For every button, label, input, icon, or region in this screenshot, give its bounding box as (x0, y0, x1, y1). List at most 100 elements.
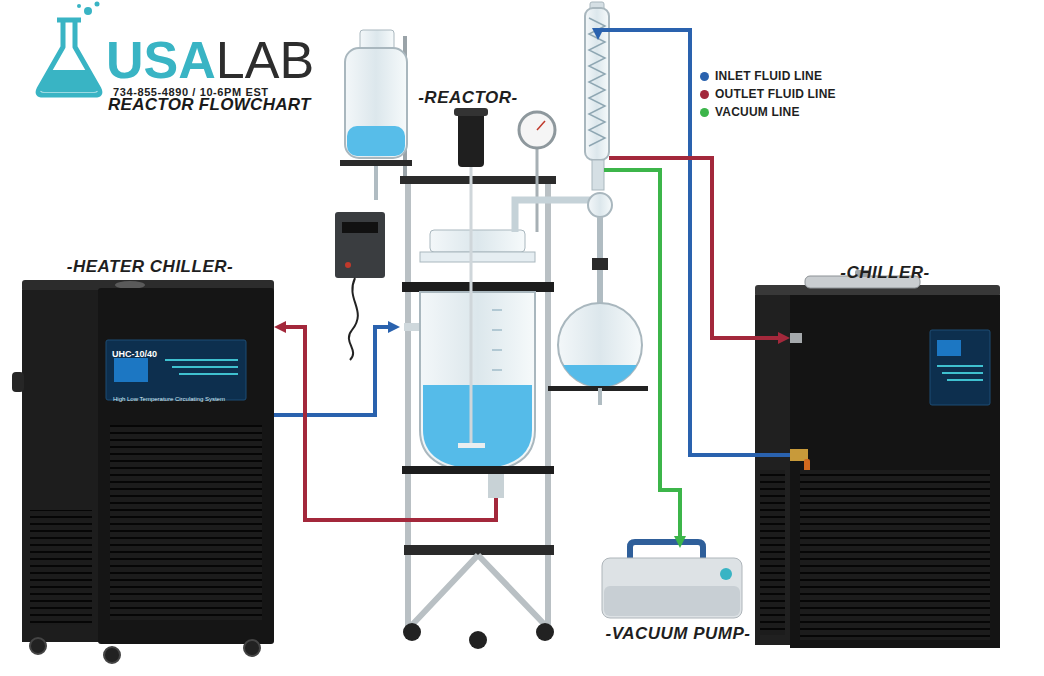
reactor-unit-part (335, 212, 385, 278)
chiller-unit-part (942, 372, 983, 374)
chiller-unit-part (930, 330, 990, 405)
legend-row: OUTLET FLUID LINE (700, 86, 836, 102)
equipment-heading-wrap: -VACUUM PUMP- (605, 624, 750, 644)
reactor-unit-part (519, 112, 555, 148)
reactor-unit-part (458, 112, 484, 167)
vacuum-line (650, 170, 680, 540)
reactor-unit-part (374, 166, 378, 200)
equipment-heading-wrap: -REACTOR- (418, 88, 518, 108)
equipment-heading-wrap: -HEATER CHILLER- (67, 257, 233, 277)
heater-chiller-unit-part (104, 647, 120, 663)
reactor-unit-part (458, 443, 485, 448)
vacuum-pump-unit-part (604, 586, 740, 616)
reactor-unit-part (598, 388, 602, 405)
chiller-unit (755, 270, 1000, 648)
title-wrap: REACTOR FLOWCHART (108, 96, 311, 114)
reactor-unit-part (537, 121, 545, 130)
reactor-unit-part (469, 631, 487, 649)
reactor-unit-part (563, 365, 637, 387)
reactor-unit-part (470, 167, 473, 445)
reactor-unit-part (404, 323, 420, 331)
heater-chiller-unit-part (30, 638, 46, 654)
reactor-unit-part (604, 168, 650, 172)
chiller-unit-part (790, 295, 1000, 648)
reactor-unit-part (412, 555, 545, 625)
chiller-node: -CHILLER- (790, 258, 1005, 655)
reactor-unit-part (588, 193, 612, 217)
chiller-unit-part (947, 379, 983, 381)
logo-flask-part (84, 7, 92, 15)
heater-chiller-node: -HEATER CHILLER- UHC-10/40High Low Temper… (22, 252, 274, 652)
logo-flask (38, 2, 100, 96)
reactor-unit-part (405, 178, 411, 628)
reactor-unit-part (400, 176, 556, 184)
equipment-heading: -HEATER CHILLER- (67, 257, 233, 277)
heater-chiller-unit-part (12, 372, 24, 392)
logo-flask-part (40, 70, 97, 92)
reactor-unit-part (454, 108, 488, 116)
reactor-unit-part (592, 160, 604, 190)
legend-swatch (700, 72, 709, 81)
equipment-heading-wrap: -CHILLER- (840, 263, 929, 283)
logo-word-wrap: USA (106, 34, 216, 86)
reactor-unit-part (536, 148, 539, 232)
vacuum-pump-unit-part (602, 558, 742, 618)
reactor-unit-part (492, 370, 502, 371)
heater-chiller-unit-part (30, 510, 92, 625)
legend-text: OUTLET FLUID LINE (715, 86, 836, 102)
logo-flask-part (77, 4, 81, 8)
reactor-unit-part (592, 258, 608, 270)
outlet-fluid-line (282, 327, 400, 520)
vacuum-pump-unit-part (720, 568, 732, 580)
heater-chiller-unit-part (22, 290, 100, 642)
reactor-unit-part (420, 252, 535, 262)
reactor-unit-part (492, 310, 502, 311)
reactor-unit-part (345, 262, 351, 268)
reactor-unit-part (609, 156, 650, 160)
logo-flask-part (95, 2, 100, 7)
phone-number-wrap: 734-855-4890 / 10-6PM EST (113, 82, 269, 100)
equipment-heading: -REACTOR- (418, 88, 518, 108)
heater-chiller-unit-part (179, 373, 238, 375)
equipment-heading: -VACUUM PUMP- (605, 624, 750, 644)
vacuum-pump-unit (602, 542, 742, 618)
chart-title: REACTOR FLOWCHART (108, 96, 311, 114)
reactor-unit-part (536, 623, 554, 641)
legend-row: VACUUM LINE (700, 104, 800, 120)
reactor-unit-part (545, 178, 551, 628)
legend-text: INLET FLUID LINE (715, 68, 822, 84)
reactor-unit-part (420, 292, 535, 472)
reactor-unit-part (342, 222, 378, 233)
heater-chiller-unit-part (98, 288, 274, 644)
reactor-unit-part (349, 278, 358, 360)
reactor-unit-part (558, 303, 642, 387)
reactor-unit-part (492, 330, 502, 331)
logo-flask-part (38, 20, 100, 95)
reactor-unit-part (402, 282, 554, 292)
heater-chiller-unit-part (115, 281, 145, 289)
reactor-unit-part (402, 466, 554, 474)
panel-caption: High Low Temperature Circulating System (113, 395, 225, 403)
equipment-heading: -CHILLER- (840, 263, 929, 283)
heater-chiller-unit-part (165, 359, 238, 361)
heater-chiller-unit (12, 280, 274, 663)
reactor-node: -REACTOR- (400, 40, 650, 655)
reactor-unit-part (492, 350, 502, 351)
legend-row: INLET FLUID LINE (700, 68, 822, 84)
reactor-unit-part (423, 385, 532, 469)
heater-chiller-unit-part (106, 340, 246, 400)
reactor-unit-part (589, 18, 605, 146)
legend-swatch (700, 90, 709, 99)
heater-chiller-unit-part (244, 640, 260, 656)
chiller-unit-part (760, 470, 785, 635)
chiller-unit-part (937, 340, 961, 356)
model-number-wrap: UHC-10/40 (112, 343, 157, 361)
model-number: UHC-10/40 (112, 349, 157, 360)
vacuum-pump-node: -VACUUM PUMP- (595, 548, 760, 648)
reactor-unit-part (345, 48, 407, 158)
chiller-unit-part (790, 333, 802, 343)
chiller-unit-part (755, 295, 790, 645)
outlet-fluid-line (650, 158, 782, 338)
heater-chiller-unit-part (110, 425, 262, 620)
